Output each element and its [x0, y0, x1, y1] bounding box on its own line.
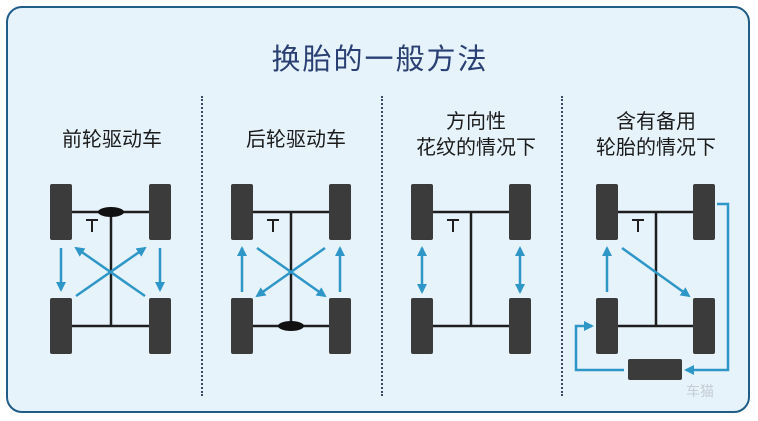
- chassis-directional-tread: [411, 184, 531, 354]
- column-divider-2: [381, 96, 383, 396]
- tire-front-right: [509, 184, 531, 240]
- tire-front-right: [329, 184, 351, 240]
- rotation-diagrams: [50, 184, 730, 380]
- tire-rear-left: [411, 298, 433, 354]
- tire-front-left: [231, 184, 253, 240]
- column-divider-1: [201, 96, 203, 396]
- tire-rear-left: [50, 298, 72, 354]
- tire-rear-right: [509, 298, 531, 354]
- chassis-rear-wheel-drive: [231, 184, 351, 354]
- differential: [98, 207, 124, 217]
- tire-rear-left: [596, 298, 618, 354]
- label-front-wheel-drive: 前轮驱动车: [62, 127, 162, 151]
- tire-rear-left: [231, 298, 253, 354]
- tire-rear-right: [693, 298, 715, 354]
- arrow-rr-to-fl: [74, 246, 146, 298]
- label-directional-tread: 方向性 花纹的情况下: [416, 109, 536, 159]
- infographic-card: 换胎的一般方法 前轮驱动车 后轮驱动车 方向性 花纹的情况下 含有备用 轮胎的情…: [6, 6, 750, 413]
- tire-front-right: [693, 184, 715, 240]
- differential: [278, 321, 304, 331]
- arrow-fr-to-rl: [255, 246, 326, 298]
- tire-front-left: [411, 184, 433, 240]
- tire-front-left: [596, 184, 618, 240]
- column-divider-3: [561, 96, 563, 396]
- tire-rear-right: [149, 298, 171, 354]
- arrow-spare-to-rl: [574, 321, 624, 372]
- tire-front-left: [50, 184, 72, 240]
- tire-front-right: [149, 184, 171, 240]
- arrow-fr-to-spare: [684, 202, 730, 375]
- spare-tire: [628, 359, 682, 380]
- tire-rear-right: [329, 298, 351, 354]
- chassis-front-wheel-drive: [50, 184, 171, 354]
- label-with-spare-tire: 含有备用 轮胎的情况下: [596, 109, 716, 159]
- infographic-title: 换胎的一般方法: [271, 42, 489, 76]
- chassis-with-spare-tire: [574, 184, 730, 380]
- arrow-fl-to-rr: [621, 246, 691, 298]
- watermark: 车猫: [686, 384, 714, 400]
- label-rear-wheel-drive: 后轮驱动车: [246, 127, 346, 151]
